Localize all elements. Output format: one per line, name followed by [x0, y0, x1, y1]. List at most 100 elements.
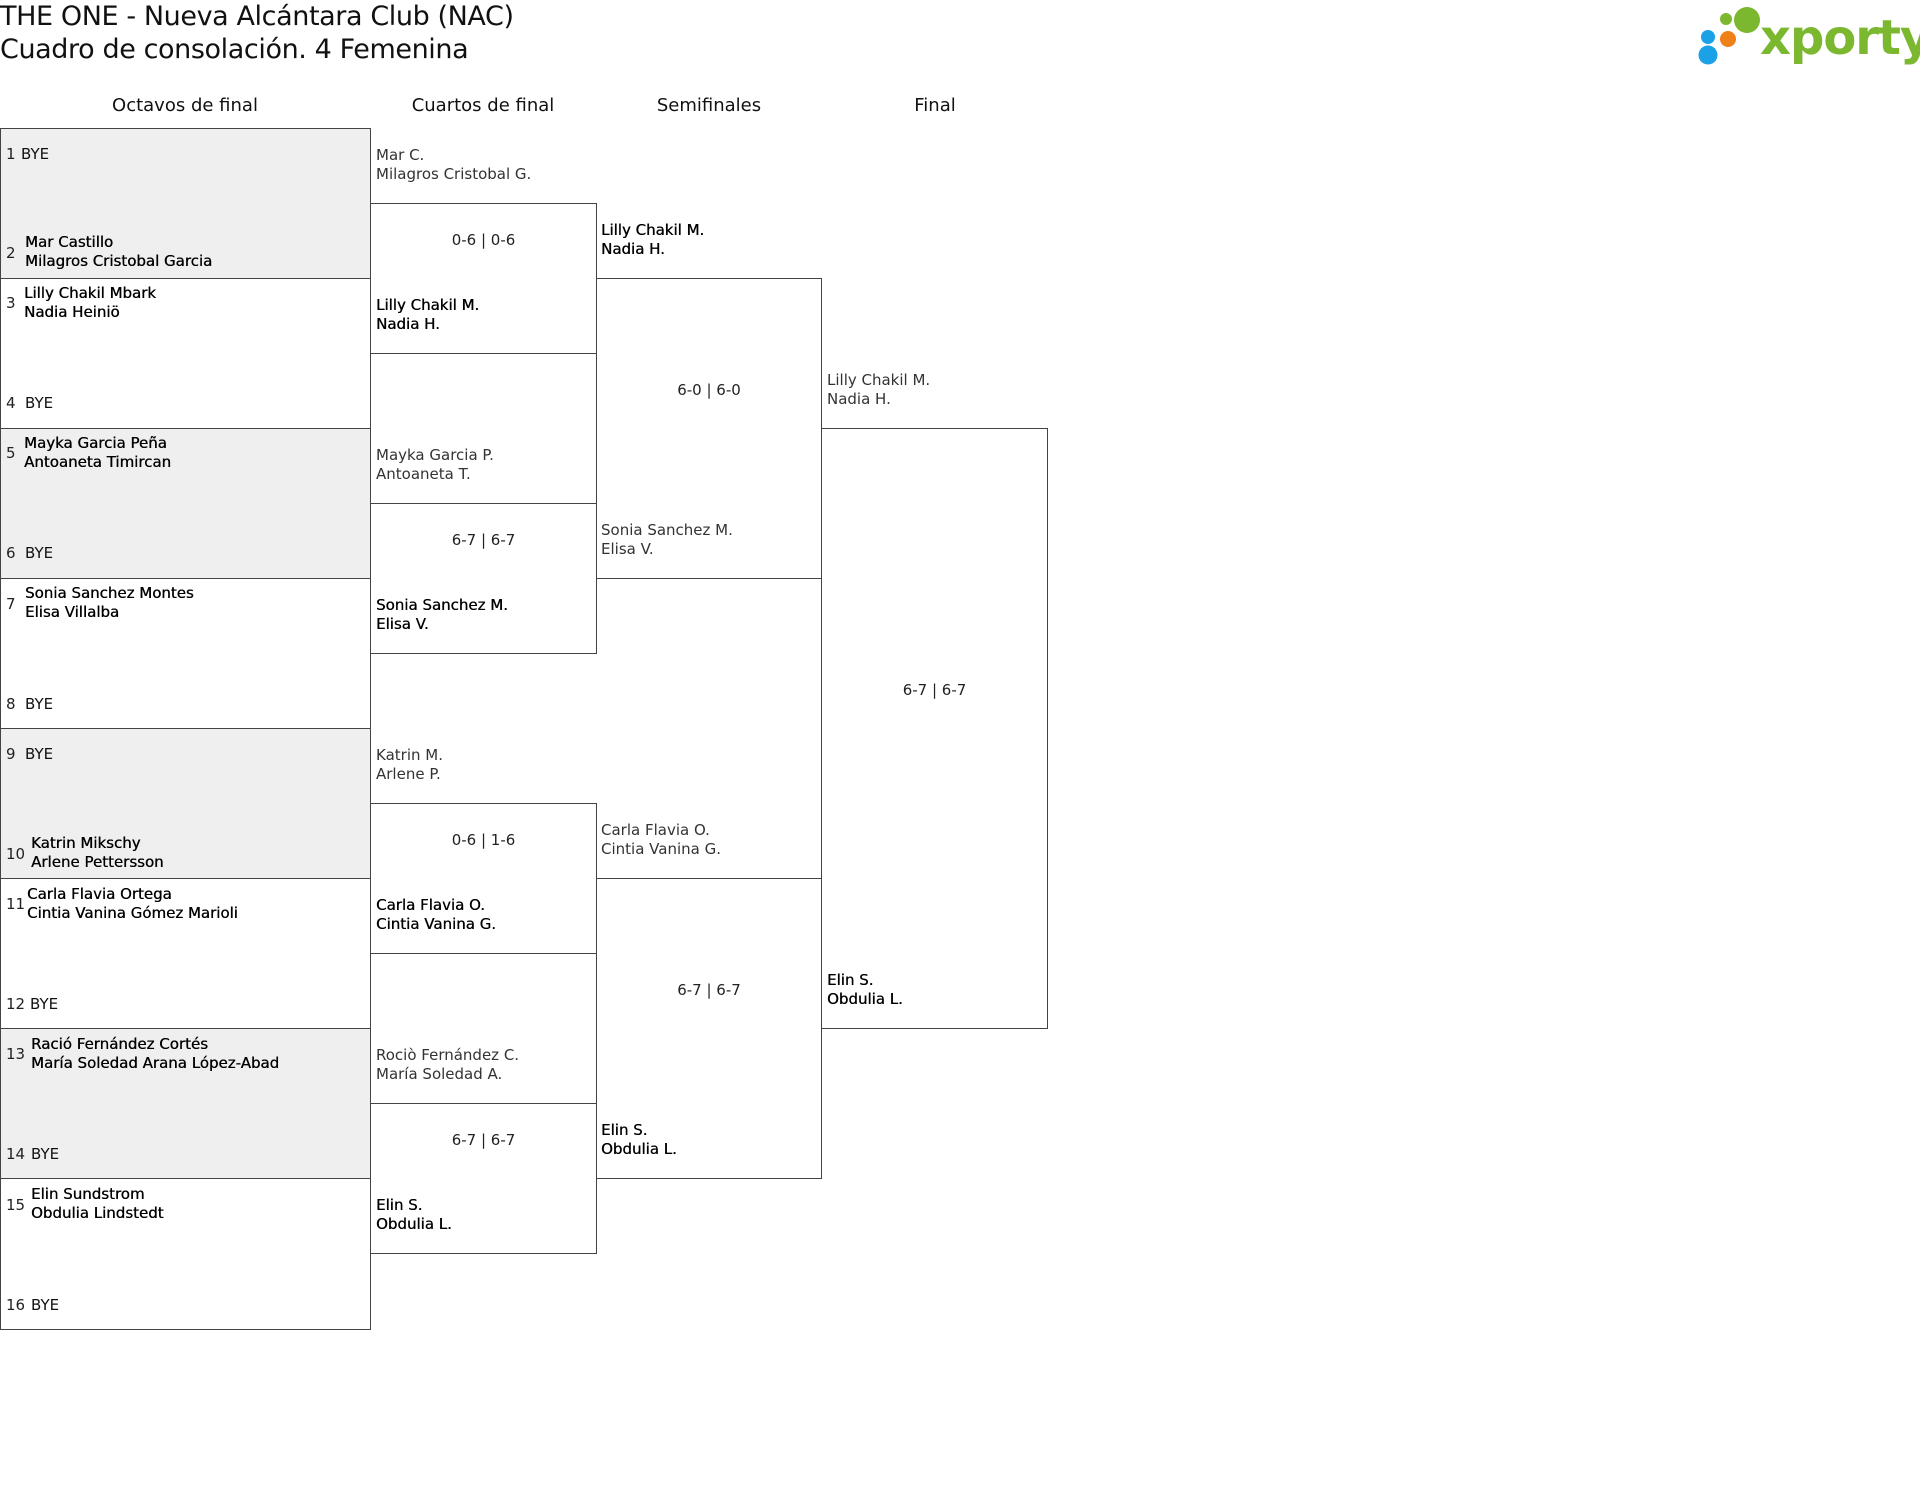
qf-1-score: 0-6 | 0-6 — [451, 231, 516, 249]
player-name: Nadia H. — [827, 390, 891, 408]
player-name: Obdulia L. — [376, 1215, 452, 1233]
player-name: Nadia H. — [601, 240, 665, 258]
player-name: Carla Flavia O. — [601, 821, 710, 839]
draw-subtitle: Cuadro de consolación. 4 Femenina — [0, 34, 469, 65]
player-name: Sonia Sanchez M. — [376, 596, 508, 614]
sf-1-bottom: Sonia Sanchez M.Elisa V. — [601, 521, 733, 559]
player-name: Nadia H. — [376, 315, 440, 333]
seed-number: 9 — [6, 745, 16, 763]
seed-number: 14 — [6, 1145, 26, 1163]
seed-number: 15 — [6, 1196, 26, 1214]
player-name: Elin S. — [376, 1196, 423, 1214]
player-name: Lilly Chakil M. — [827, 371, 931, 389]
player-name: Antoaneta Timircan — [24, 453, 172, 471]
r16-slot-8: BYE — [25, 695, 53, 714]
player-name: Nadia Heiniö — [24, 303, 120, 321]
r16-match-7 — [0, 1028, 371, 1179]
player-name: Milagros Cristobal G. — [376, 165, 532, 183]
player-name: Antoaneta T. — [376, 465, 471, 483]
sf-2-top: Carla Flavia O.Cintia Vanina G. — [601, 821, 721, 859]
player-name: Elisa V. — [376, 615, 429, 633]
logo-wordmark: xporty — [1760, 10, 1920, 66]
seed-number: 12 — [6, 995, 26, 1013]
round-header-r16: Octavos de final — [112, 95, 258, 116]
player-name: Cintia Vanina Gómez Marioli — [27, 904, 238, 922]
player-name: Elin Sundstrom — [31, 1185, 145, 1203]
player-name: Katrin Mikschy — [31, 834, 141, 852]
qf-2-score: 6-7 | 6-7 — [451, 531, 516, 549]
player-name: Lilly Chakil M. — [376, 296, 480, 314]
qf-2-top: Mayka Garcia P.Antoaneta T. — [376, 446, 494, 484]
qf-3-top: Katrin M.Arlene P. — [376, 746, 443, 784]
player-name: María Soledad A. — [376, 1065, 503, 1083]
player-name: Arlene P. — [376, 765, 441, 783]
player-name: BYE — [31, 1296, 60, 1314]
qf-2-bottom: Sonia Sanchez M.Elisa V. — [376, 596, 508, 634]
player-name: Cintia Vanina G. — [601, 840, 721, 858]
qf-4-top: Rociò Fernández C.María Soledad A. — [376, 1046, 519, 1084]
r16-slot-12: BYE — [30, 995, 58, 1014]
xporty-logo: xporty — [1698, 7, 1920, 66]
seed-number: 4 — [6, 394, 16, 412]
player-name: BYE — [25, 544, 54, 562]
seed-number: 2 — [6, 244, 16, 262]
player-name: Mayka Garcia P. — [376, 446, 494, 464]
r16-slot-9: BYE — [25, 745, 53, 764]
r16-slot-16: BYE — [31, 1296, 59, 1315]
player-name: Lilly Chakil Mbark — [24, 284, 156, 302]
player-name: Milagros Cristobal Garcia — [25, 252, 213, 270]
player-name: Carla Flavia O. — [376, 896, 485, 914]
r16-slot-6: BYE — [25, 544, 53, 563]
player-name: Elisa Villalba — [25, 603, 120, 621]
player-name: BYE — [30, 995, 59, 1013]
player-name: María Soledad Arana López-Abad — [31, 1054, 280, 1072]
player-name: Elin S. — [601, 1121, 648, 1139]
logo-dot-green-small — [1720, 13, 1732, 25]
r16-slot-1: BYE — [21, 145, 49, 164]
player-name: Mar Castillo — [25, 233, 114, 251]
player-name: BYE — [25, 695, 54, 713]
seed-number: 10 — [6, 845, 26, 863]
r16-match-3 — [0, 428, 371, 579]
sf-2-score: 6-7 | 6-7 — [677, 981, 741, 999]
tournament-title: THE ONE - Nueva Alcántara Club (NAC) — [0, 1, 514, 32]
player-name: BYE — [31, 1145, 60, 1163]
qf-4-bottom: Elin S.Obdulia L. — [376, 1196, 452, 1234]
r16-slot-14: BYE — [31, 1145, 59, 1164]
player-name: BYE — [25, 745, 54, 763]
player-name: Cintia Vanina G. — [376, 915, 496, 933]
logo-dot-green-large — [1734, 7, 1760, 33]
page-title: THE ONE - Nueva Alcántara Club (NAC) Cua… — [0, 0, 514, 66]
seed-number: 11 — [6, 895, 26, 913]
logo-dot-blue-small — [1701, 30, 1715, 44]
qf-4-score: 6-7 | 6-7 — [451, 1131, 516, 1149]
final-bottom: Elin S.Obdulia L. — [827, 971, 903, 1009]
r16-match-1 — [0, 128, 371, 279]
r16-slot-4: BYE — [25, 394, 53, 413]
seed-number: 5 — [6, 444, 16, 462]
qf-3-score: 0-6 | 1-6 — [451, 831, 516, 849]
sf-1-score: 6-0 | 6-0 — [677, 381, 741, 399]
sf-1-top: Lilly Chakil M.Nadia H. — [601, 221, 704, 259]
seed-number: 3 — [6, 294, 16, 312]
player-name: Arlene Pettersson — [31, 853, 164, 871]
player-name: BYE — [21, 145, 50, 163]
seed-number: 7 — [6, 595, 16, 613]
round-header-qf: Cuartos de final — [411, 95, 555, 116]
player-name: Sonia Sanchez M. — [601, 521, 733, 539]
final-score: 6-7 | 6-7 — [902, 681, 967, 699]
qf-1-top: Mar C.Milagros Cristobal G. — [376, 146, 531, 184]
player-name: BYE — [25, 394, 54, 412]
r16-match-8 — [0, 1178, 371, 1330]
player-name: Ració Fernández Cortés — [31, 1035, 208, 1053]
round-header-final: Final — [914, 95, 956, 116]
player-name: Elin S. — [827, 971, 874, 989]
round-header-sf: Semifinales — [656, 95, 762, 116]
